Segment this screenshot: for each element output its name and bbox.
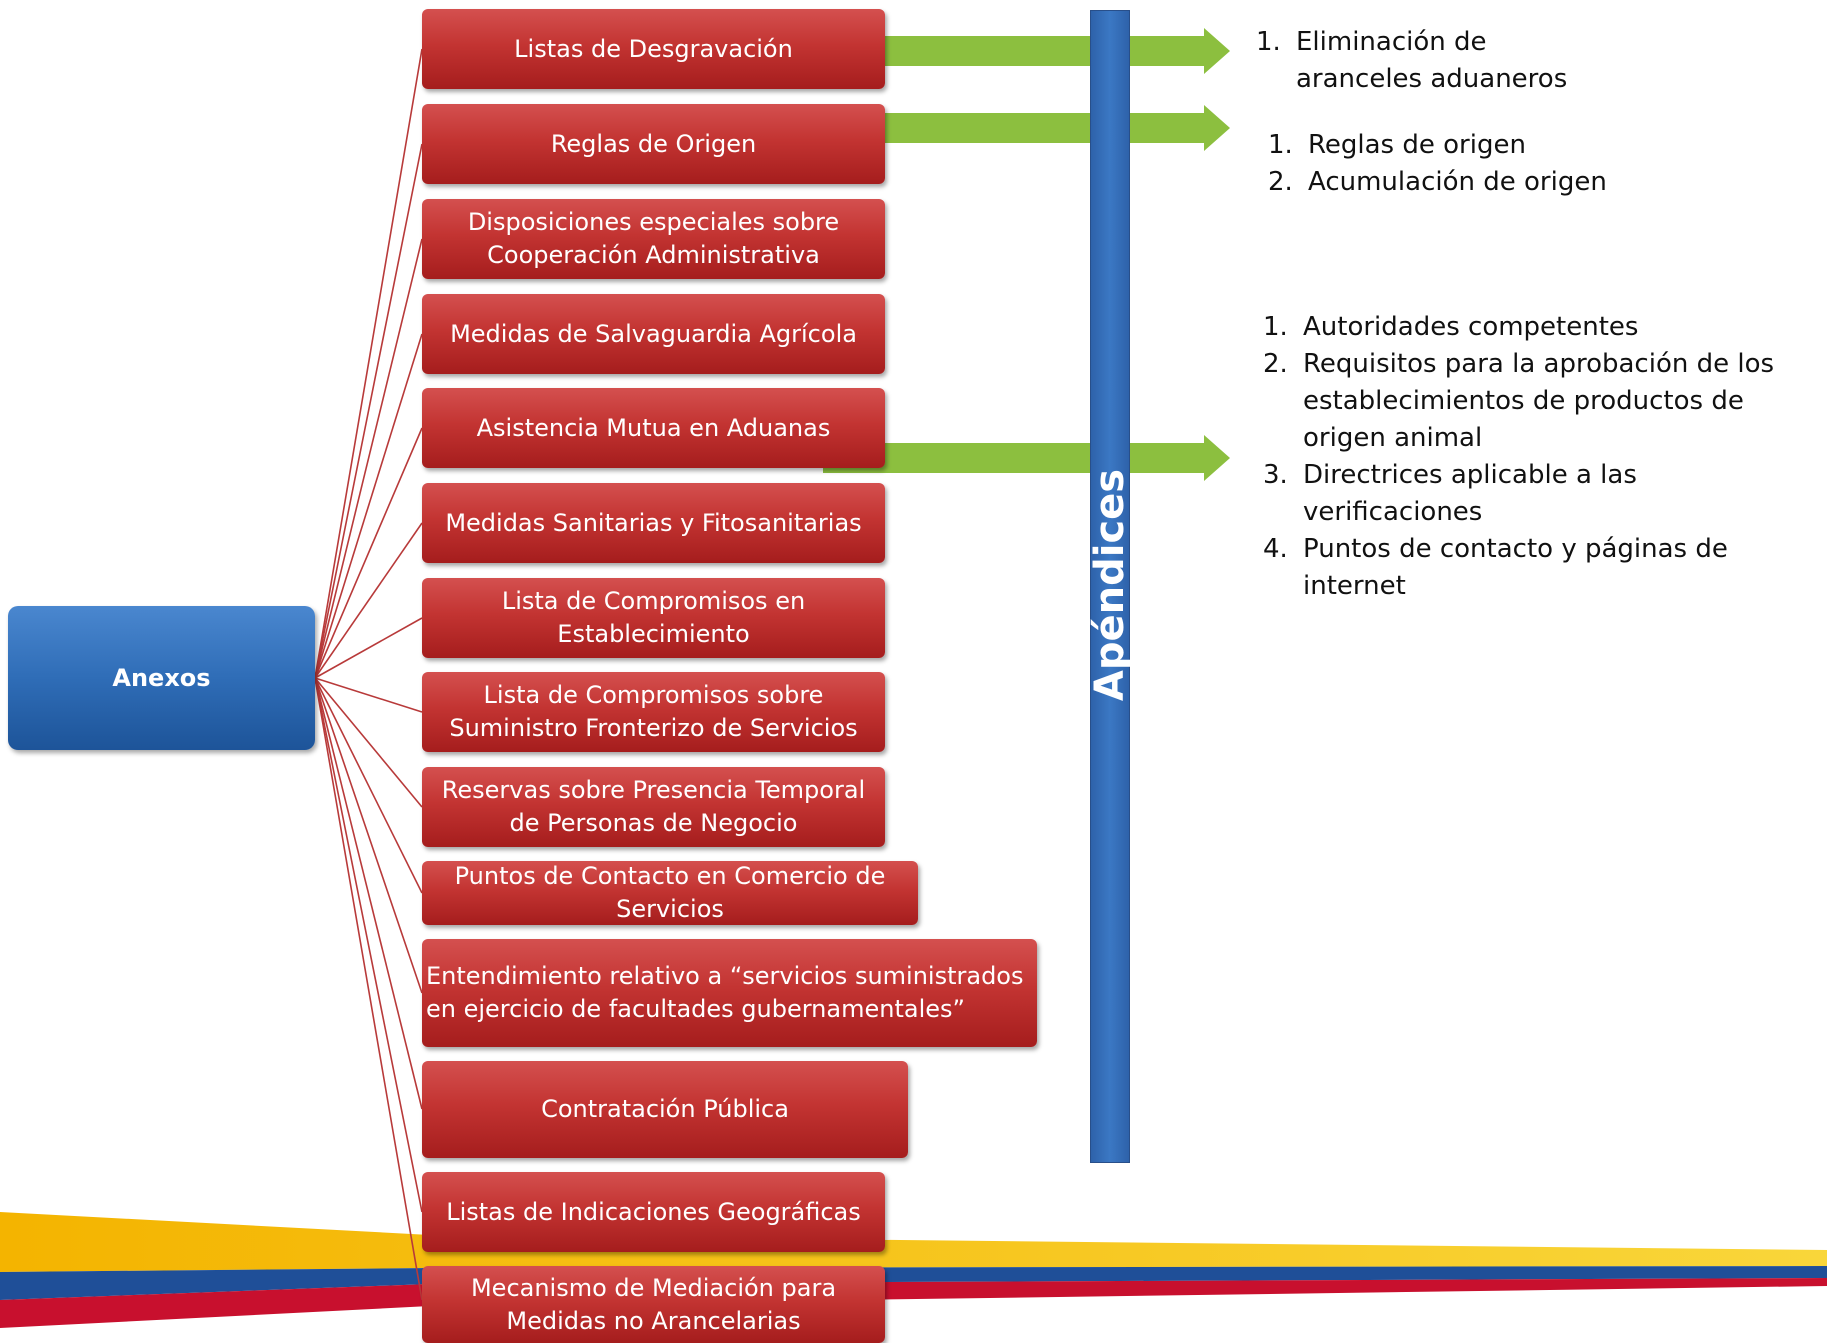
annex-box-listas-desgravacion: Listas de Desgravación xyxy=(422,9,885,89)
apendices-bar xyxy=(1090,10,1130,1163)
appendix-item: 1. Reglas de origen xyxy=(1268,127,1668,164)
appendix-item: 3. Directrices aplicable a las verificac… xyxy=(1263,457,1823,531)
annex-box-mecanismo-mediacion: Mecanismo de Mediación para Medidas no A… xyxy=(422,1266,885,1343)
appendix-item-number: 1. xyxy=(1256,27,1281,57)
appendix-item-text: Requisitos para la aprobación de los est… xyxy=(1303,349,1775,453)
annex-label: Medidas Sanitarias y Fitosanitarias xyxy=(445,508,862,537)
connector-line xyxy=(314,677,423,1110)
annex-label: Mecanismo de Mediación para Medidas no A… xyxy=(470,1273,837,1335)
annex-box-salvaguardia-agricola: Medidas de Salvaguardia Agrícola xyxy=(422,294,885,374)
connector-line xyxy=(314,427,423,679)
appendix-list-origen: 1. Reglas de origen 2. Acumulación de or… xyxy=(1268,127,1668,201)
annex-box-puntos-contacto-servicios: Puntos de Contacto en Comercio de Servic… xyxy=(422,861,918,925)
connector-line xyxy=(314,143,423,679)
connector-lines xyxy=(314,48,423,1301)
connector-line xyxy=(314,333,423,679)
appendix-item: 4. Puntos de contacto y páginas de inter… xyxy=(1263,531,1823,605)
annex-box-suministro-fronterizo: Lista de Compromisos sobre Suministro Fr… xyxy=(422,672,885,752)
appendix-item: 2. Requisitos para la aprobación de los … xyxy=(1263,346,1823,457)
annex-box-sanitarias-fitosanitarias: Medidas Sanitarias y Fitosanitarias xyxy=(422,483,885,563)
connector-line xyxy=(314,238,423,679)
appendix-item-number: 1. xyxy=(1268,130,1293,160)
annex-label: Lista de Compromisos sobre Suministro Fr… xyxy=(449,681,858,742)
anexos-node: Anexos xyxy=(8,606,315,750)
appendix-item-number: 2. xyxy=(1268,167,1293,197)
annex-label: Reservas sobre Presencia Temporal de Per… xyxy=(441,776,866,837)
appendix-item-text: Reglas de origen xyxy=(1308,130,1526,160)
appendix-item-number: 1. xyxy=(1263,312,1288,342)
annex-label: Disposiciones especiales sobre Cooperaci… xyxy=(467,208,840,269)
annex-label: Listas de Desgravación xyxy=(514,34,793,63)
annex-label: Entendimiento relativo a “servicios sumi… xyxy=(426,962,1024,1023)
appendix-item: 2. Acumulación de origen xyxy=(1268,164,1668,201)
annex-label: Medidas de Salvaguardia Agrícola xyxy=(450,319,857,348)
appendix-item-text: Directrices aplicable a las verificacion… xyxy=(1303,460,1637,527)
appendix-item: 1. Eliminación de aranceles aduaneros xyxy=(1256,24,1576,98)
appendix-item-text: Autoridades competentes xyxy=(1303,312,1639,342)
connector-line xyxy=(314,677,423,994)
connector-line xyxy=(314,522,423,679)
annex-box-indicaciones-geograficas: Listas de Indicaciones Geográficas xyxy=(422,1172,885,1252)
connector-line xyxy=(314,48,423,679)
appendix-item-text: Puntos de contacto y páginas de internet xyxy=(1303,534,1728,601)
appendix-list-sanitarias: 1. Autoridades competentes 2. Requisitos… xyxy=(1263,309,1823,605)
appendix-list-desgravacion: 1. Eliminación de aranceles aduaneros xyxy=(1256,24,1576,98)
flag-yellow-stripe xyxy=(0,1212,1827,1272)
appendix-item: 1. Autoridades competentes xyxy=(1263,309,1823,346)
annex-label: Lista de Compromisos en Establecimiento xyxy=(501,587,806,648)
connector-line xyxy=(314,677,423,713)
annex-box-entendimiento-servicios: Entendimiento relativo a “servicios sumi… xyxy=(422,939,1037,1047)
appendix-item-text: Eliminación de aranceles aduaneros xyxy=(1296,27,1568,94)
annex-label: Listas de Indicaciones Geográficas xyxy=(446,1197,861,1226)
connector-line xyxy=(314,677,423,1301)
annex-box-compromisos-establecimiento: Lista de Compromisos en Establecimiento xyxy=(422,578,885,658)
appendix-item-number: 2. xyxy=(1263,349,1288,379)
connector-line xyxy=(314,677,423,1213)
annex-label: Contratación Pública xyxy=(541,1095,789,1123)
annex-box-asistencia-mutua: Asistencia Mutua en Aduanas xyxy=(422,388,885,468)
connector-line xyxy=(314,677,423,894)
annex-label: Asistencia Mutua en Aduanas xyxy=(476,413,831,442)
apendices-label: Apéndices xyxy=(1087,468,1133,702)
connector-line xyxy=(314,617,423,679)
annex-box-contratacion-publica: Contratación Pública xyxy=(422,1061,908,1158)
appendix-item-number: 4. xyxy=(1263,534,1288,564)
appendix-item-text: Acumulación de origen xyxy=(1308,167,1607,197)
annex-label: Reglas de Origen xyxy=(550,129,757,158)
appendix-item-number: 3. xyxy=(1263,460,1288,490)
anexos-label: Anexos xyxy=(112,664,211,692)
connector-line xyxy=(314,677,423,808)
annex-box-cooperacion-administrativa: Disposiciones especiales sobre Cooperaci… xyxy=(422,199,885,279)
annex-box-reglas-origen: Reglas de Origen xyxy=(422,104,885,184)
annex-box-presencia-temporal: Reservas sobre Presencia Temporal de Per… xyxy=(422,767,885,847)
annex-label: Puntos de Contacto en Comercio de Servic… xyxy=(454,862,886,923)
